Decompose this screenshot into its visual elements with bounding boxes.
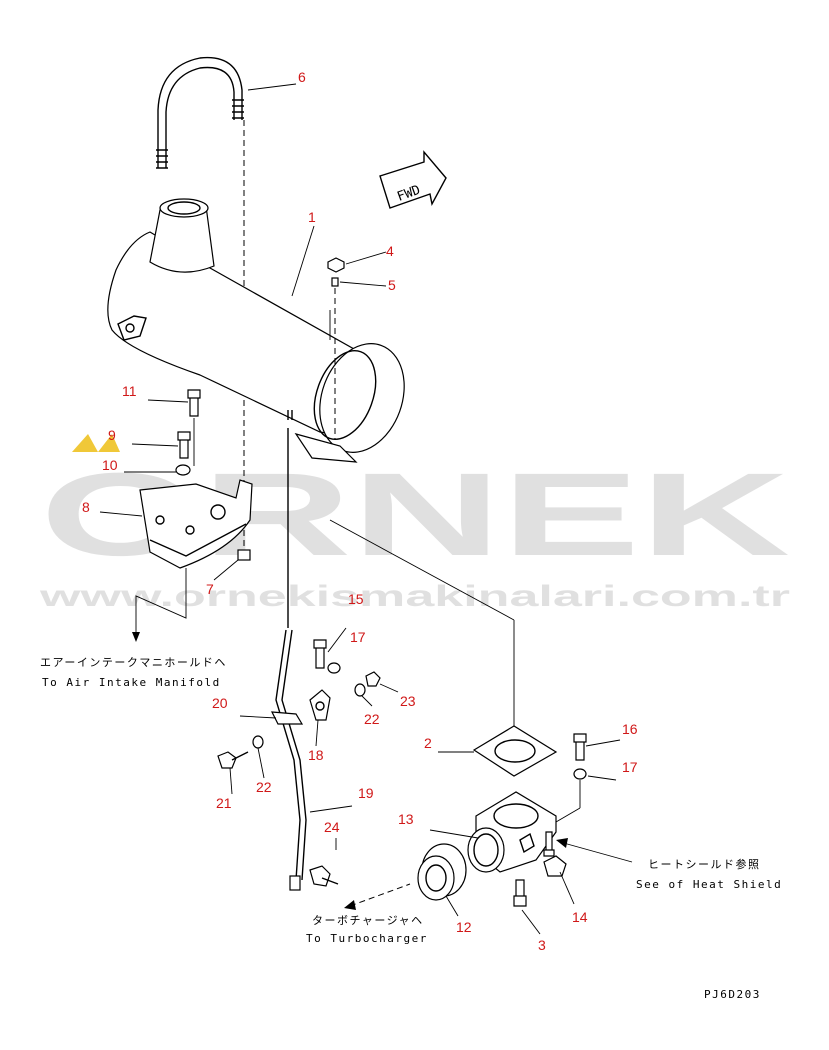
callout-17-right: 17 — [622, 759, 638, 775]
leader-lines — [99, 83, 621, 935]
washer-10 — [175, 464, 191, 476]
callout-16: 16 — [622, 721, 638, 737]
watermark-accent — [72, 434, 120, 452]
callout-13: 13 — [398, 811, 414, 827]
callout-24: 24 — [324, 819, 340, 835]
callout-8: 8 — [82, 499, 90, 515]
callout-19: 19 — [358, 785, 374, 801]
flange-12 — [417, 843, 467, 901]
callout-5: 5 — [388, 277, 396, 293]
callout-6: 6 — [298, 69, 306, 85]
bolt-5 — [331, 277, 339, 440]
muffler-1 — [107, 198, 405, 463]
bolt-16 — [573, 733, 587, 761]
fwd-arrow: FWD — [379, 150, 447, 209]
bolt-15 — [313, 639, 327, 669]
bracket-20 — [270, 711, 304, 725]
callout-2: 2 — [424, 735, 432, 751]
callout-7: 7 — [206, 581, 214, 597]
air-intake-route — [132, 568, 187, 642]
notes: エアーインテークマニホールドヘ To Air Intake Manifold タ… — [40, 656, 782, 1001]
callout-11: 11 — [122, 383, 137, 399]
bolt-14 — [543, 855, 567, 877]
callout-10: 10 — [102, 457, 118, 473]
callout-15: 15 — [348, 591, 364, 607]
callout-3: 3 — [538, 937, 546, 953]
heat-shield-note-en: See of Heat Shield — [636, 878, 782, 891]
drawing-code: PJ6D203 — [704, 988, 761, 1001]
callout-1: 1 — [308, 209, 316, 225]
heat-shield-note-jp: ヒートシールド参照 — [648, 857, 761, 871]
fwd-label: FWD — [395, 183, 422, 205]
callout-22-left: 22 — [256, 779, 272, 795]
pipe-19 — [275, 428, 307, 891]
air-intake-note-en: To Air Intake Manifold — [42, 676, 221, 689]
callout-21: 21 — [216, 795, 232, 811]
bolt-11 — [187, 389, 201, 466]
callout-20: 20 — [212, 695, 228, 711]
bolt-9 — [177, 431, 191, 459]
nut-4 — [327, 257, 345, 273]
bolt-3 — [513, 879, 527, 907]
gasket-2 — [329, 519, 558, 777]
callout-4: 4 — [386, 243, 394, 259]
washer-17-right — [555, 768, 587, 823]
nut-23 — [365, 671, 381, 687]
washer-17-left — [327, 662, 341, 674]
turbo-note-en: To Turbocharger — [306, 932, 428, 945]
callout-23: 23 — [400, 693, 416, 709]
air-intake-note-jp: エアーインテークマニホールドヘ — [40, 656, 227, 669]
bolt-24 — [309, 865, 339, 887]
callout-numbers: 1 2 3 4 5 6 7 8 9 10 11 12 13 14 15 16 1… — [82, 69, 638, 953]
heat-shield-bolt — [543, 831, 555, 857]
bracket-18 — [309, 689, 331, 721]
elbow-13 — [467, 791, 557, 873]
callout-22-right: 22 — [364, 711, 380, 727]
washer-22-left — [252, 735, 264, 749]
bolt-21 — [217, 751, 249, 769]
heat-shield-arrow — [556, 838, 633, 863]
turbo-note-jp: ターボチャージャヘ — [312, 914, 424, 927]
turbocharger-arrow — [344, 883, 411, 910]
washer-22-right — [354, 683, 366, 697]
callout-9: 9 — [108, 427, 116, 443]
callout-17-left: 17 — [350, 629, 366, 645]
watermark-url: www.ornekismakinalari.com.tr — [38, 580, 790, 613]
callout-18: 18 — [308, 747, 324, 763]
callout-14: 14 — [572, 909, 588, 925]
bracket-8 — [139, 479, 253, 569]
callout-12: 12 — [456, 919, 472, 935]
